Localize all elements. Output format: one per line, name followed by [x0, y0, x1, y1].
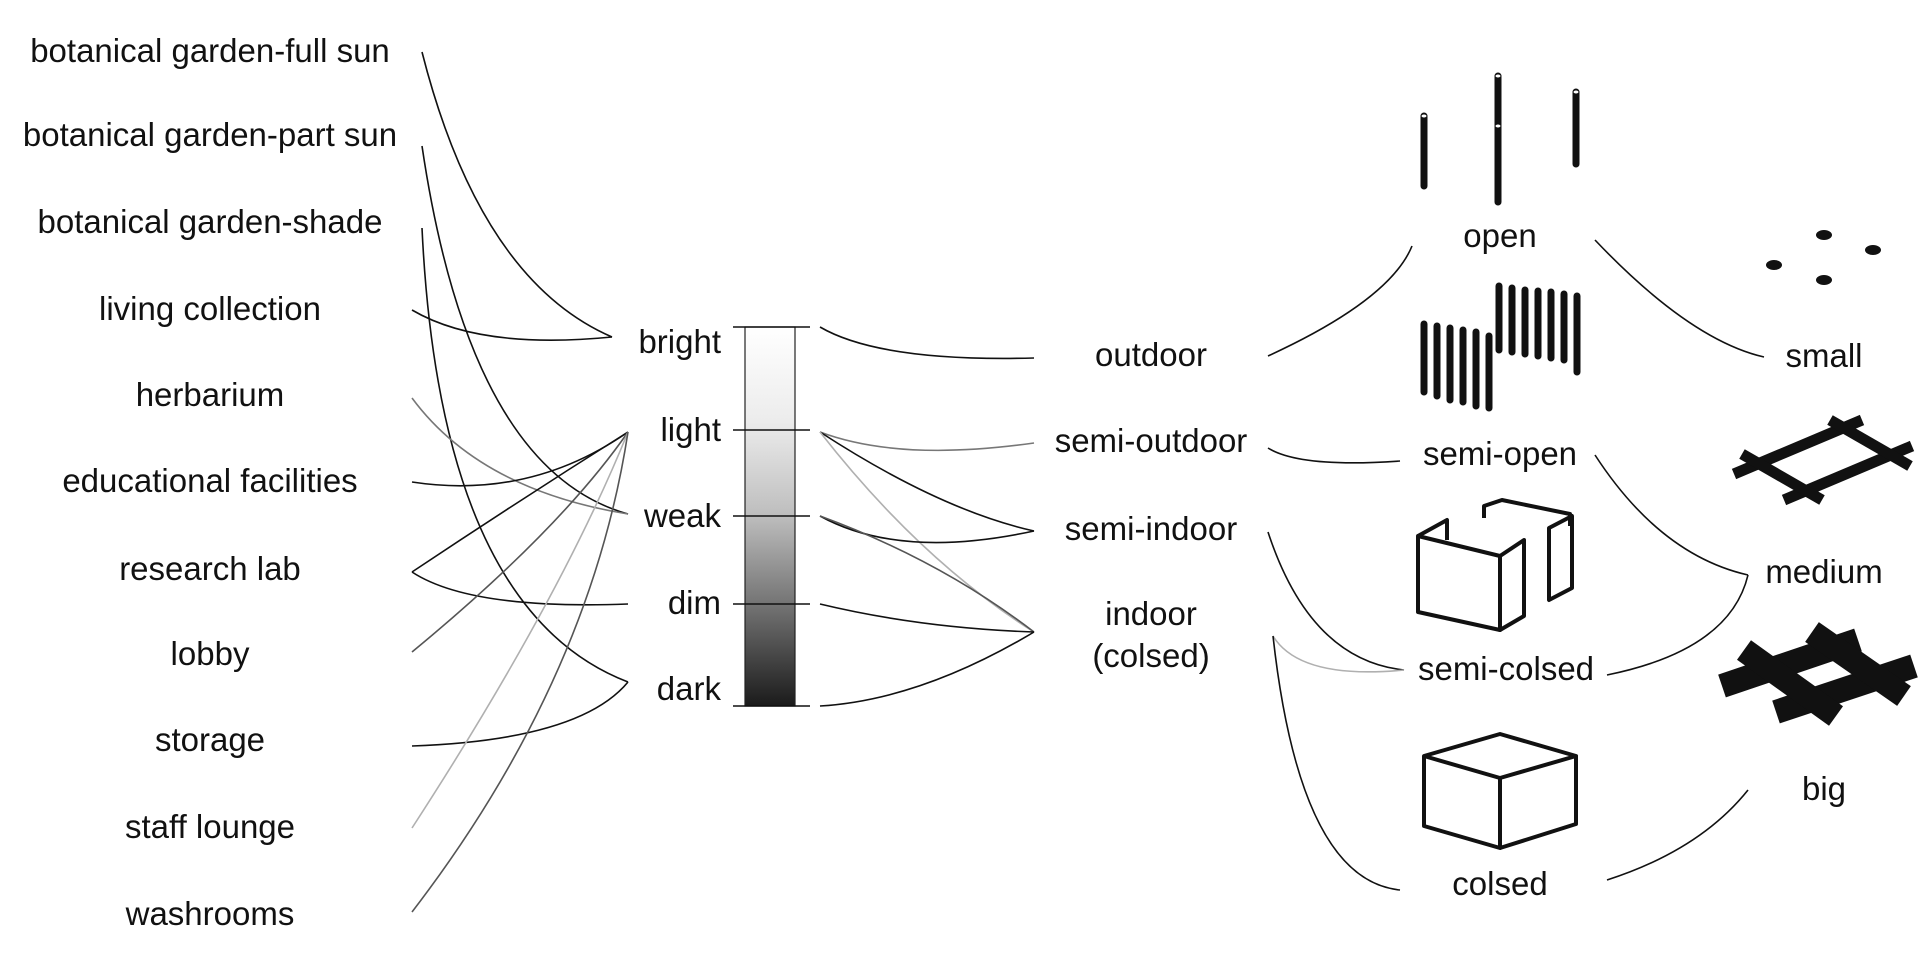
space-labels: botanical garden-full sun botanical gard…	[23, 32, 397, 932]
connector-dim-indoor	[819, 603, 1035, 633]
connector-semiopen-medium	[1594, 454, 1749, 576]
small-dots-icon	[1766, 230, 1881, 285]
connector-indoor-closed	[1272, 635, 1401, 891]
connector-light-semiindoor	[819, 431, 1035, 532]
openness-labels: open semi-open semi-colsed colsed	[1418, 217, 1594, 902]
openness-label: open	[1463, 217, 1536, 254]
enclosure-label-indoor-line2: (colsed)	[1092, 637, 1209, 674]
connector-semiindoor-semiclosed	[1267, 531, 1405, 671]
enclosure-label-indoor-line1: indoor	[1105, 595, 1197, 632]
enclosure-label: semi-indoor	[1065, 510, 1237, 547]
semi-open-columns-icon	[1420, 282, 1581, 412]
light-level-label: dim	[668, 584, 721, 621]
size-label: big	[1802, 770, 1846, 807]
open-columns-icon	[1420, 72, 1580, 206]
connector-research-dim	[411, 571, 629, 606]
connector-semioutdoor-semiopen	[1267, 447, 1401, 464]
connector-weak-semiindoor	[819, 515, 1035, 544]
space-label: staff lounge	[125, 808, 295, 845]
closed-box-icon	[1422, 732, 1578, 850]
light-gradient-bar	[733, 326, 810, 707]
connector-stafflounge-light	[411, 431, 629, 829]
connector-light-semioutdoor	[819, 431, 1035, 452]
size-label: small	[1785, 337, 1862, 374]
connector-bright-outdoor	[819, 326, 1035, 360]
size-label: medium	[1765, 553, 1882, 590]
connector-storage-dark	[411, 681, 629, 747]
connector-open-small	[1594, 239, 1765, 358]
space-label: washrooms	[125, 895, 295, 932]
connector-light-indoor	[819, 431, 1035, 633]
connector-fullsun-bright	[421, 51, 613, 338]
connector-indoor-semiclosed	[1272, 635, 1405, 673]
connector-weak-indoor	[819, 515, 1035, 633]
connectors	[411, 51, 1765, 913]
connector-living-bright	[411, 309, 613, 341]
connector-educational-light	[411, 431, 629, 487]
space-label: botanical garden-part sun	[23, 116, 397, 153]
openness-label: semi-open	[1423, 435, 1577, 472]
light-level-label: bright	[638, 323, 721, 360]
light-level-label: light	[660, 411, 721, 448]
size-labels: small medium big	[1765, 337, 1882, 807]
connector-outdoor-open	[1267, 245, 1413, 357]
space-label: botanical garden-shade	[38, 203, 383, 240]
space-label: educational facilities	[62, 462, 357, 499]
semi-closed-walls-icon	[1416, 498, 1574, 632]
enclosure-labels: outdoor semi-outdoor semi-indoor indoor …	[1055, 336, 1248, 674]
space-label: storage	[155, 721, 265, 758]
space-label: lobby	[171, 635, 250, 672]
light-level-label: dark	[657, 670, 722, 707]
connector-shade-dark	[421, 227, 629, 683]
connector-semiclosed-medium	[1606, 574, 1749, 676]
space-label: botanical garden-full sun	[30, 32, 390, 69]
openness-label: semi-colsed	[1418, 650, 1594, 687]
connector-dark-indoor	[819, 631, 1035, 707]
space-label: living collection	[99, 290, 321, 327]
enclosure-label: outdoor	[1095, 336, 1207, 373]
big-grid-icon	[1718, 622, 1918, 726]
space-label: herbarium	[136, 376, 285, 413]
medium-grid-icon	[1731, 414, 1915, 506]
connector-herbarium-weak	[411, 397, 629, 515]
light-level-labels: bright light weak dim dark	[638, 323, 721, 707]
connector-partsun-weak	[421, 145, 629, 515]
connector-lobby-light	[411, 431, 629, 653]
enclosure-label: semi-outdoor	[1055, 422, 1248, 459]
light-level-label: weak	[643, 497, 722, 534]
connector-closed-big	[1606, 789, 1749, 881]
connector-research-light	[411, 431, 629, 573]
openness-label: colsed	[1452, 865, 1547, 902]
connector-washrooms-light	[411, 431, 629, 913]
space-label: research lab	[119, 550, 301, 587]
